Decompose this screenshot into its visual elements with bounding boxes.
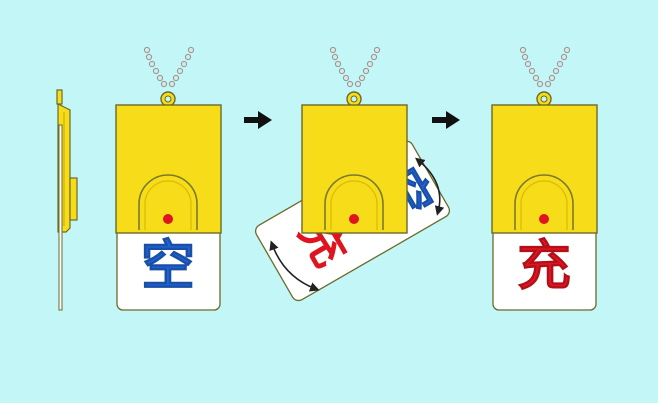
ball-chain-icon [519,46,571,88]
tag-flipped: 充 [491,46,598,311]
side-view [56,89,78,311]
tag-front: 空 [115,46,222,311]
right-arrow-icon [432,111,460,129]
rotate-arrow-icon [269,240,320,292]
red-pin [539,214,549,224]
tag-rotating: 充 空 [254,46,451,302]
red-pin [349,214,359,224]
right-arrow-icon [244,111,272,129]
tag-label: 空 [141,234,195,297]
yellow-holder [491,104,598,234]
rotate-arrow-icon [415,157,445,216]
ball-chain-icon [329,46,381,88]
yellow-holder [301,104,408,234]
yellow-holder [115,104,222,234]
red-pin [163,214,173,224]
ball-chain-icon [143,46,195,88]
tag-label: 充 [517,234,571,297]
